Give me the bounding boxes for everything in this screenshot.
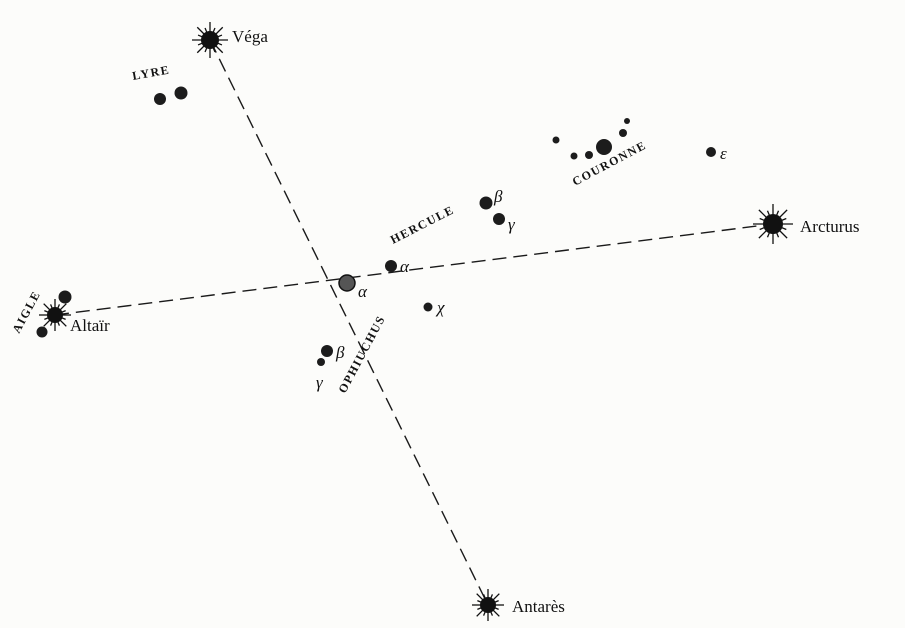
gamma-ophiuchus-star [317,358,325,366]
kappa-ophiuchus-label: χ [435,298,445,317]
epsilon-couronne-label: ε [720,144,727,163]
vega-star [192,22,228,58]
gamma-hercule-star [493,213,505,225]
lyre-star-1 [154,93,166,105]
antares-star [472,589,504,621]
couronne-star-5 [619,129,627,137]
star-core [47,307,63,323]
gamma-ophiuchus-label: γ [316,373,324,392]
alpha-ophiuchus-star [338,274,356,292]
star-core [480,597,496,613]
star-core [201,31,219,49]
arcturus-star [753,204,793,244]
epsilon-couronne-star [706,147,716,157]
beta-ophiuchus-label: β [335,343,345,362]
star-core [763,214,783,234]
altair-label: Altaïr [70,316,110,335]
guide-line-altair-arcturus [54,223,774,316]
couronne-star-2 [570,152,578,160]
lyre-star-2 [174,86,188,100]
couronne-star-6 [624,118,630,124]
antares-label: Antarès [512,597,565,616]
couronne-star-main [596,139,612,155]
couronne-star-1 [552,136,560,144]
beta-hercule-label: β [493,187,503,206]
aigle-star-1 [58,290,72,304]
hercule-label: HERCULE [388,202,457,246]
alpha-hercule-star [385,260,397,272]
alpha-hercule-label: α [400,257,410,276]
couronne-star-3 [585,151,593,159]
vega-label: Véga [232,27,268,46]
gamma-hercule-label: γ [508,215,516,234]
arcturus-label: Arcturus [800,217,859,236]
lyre-label: LYRE [131,63,171,83]
altair-star [39,299,71,331]
alpha-ophiuchus-label: α [358,282,368,301]
aigle-star-2 [36,326,48,338]
beta-ophiuchus-star [321,345,333,357]
beta-hercule-star [479,196,493,210]
guide-line-vega-antares [209,39,489,606]
kappa-ophiuchus-star [423,302,433,312]
